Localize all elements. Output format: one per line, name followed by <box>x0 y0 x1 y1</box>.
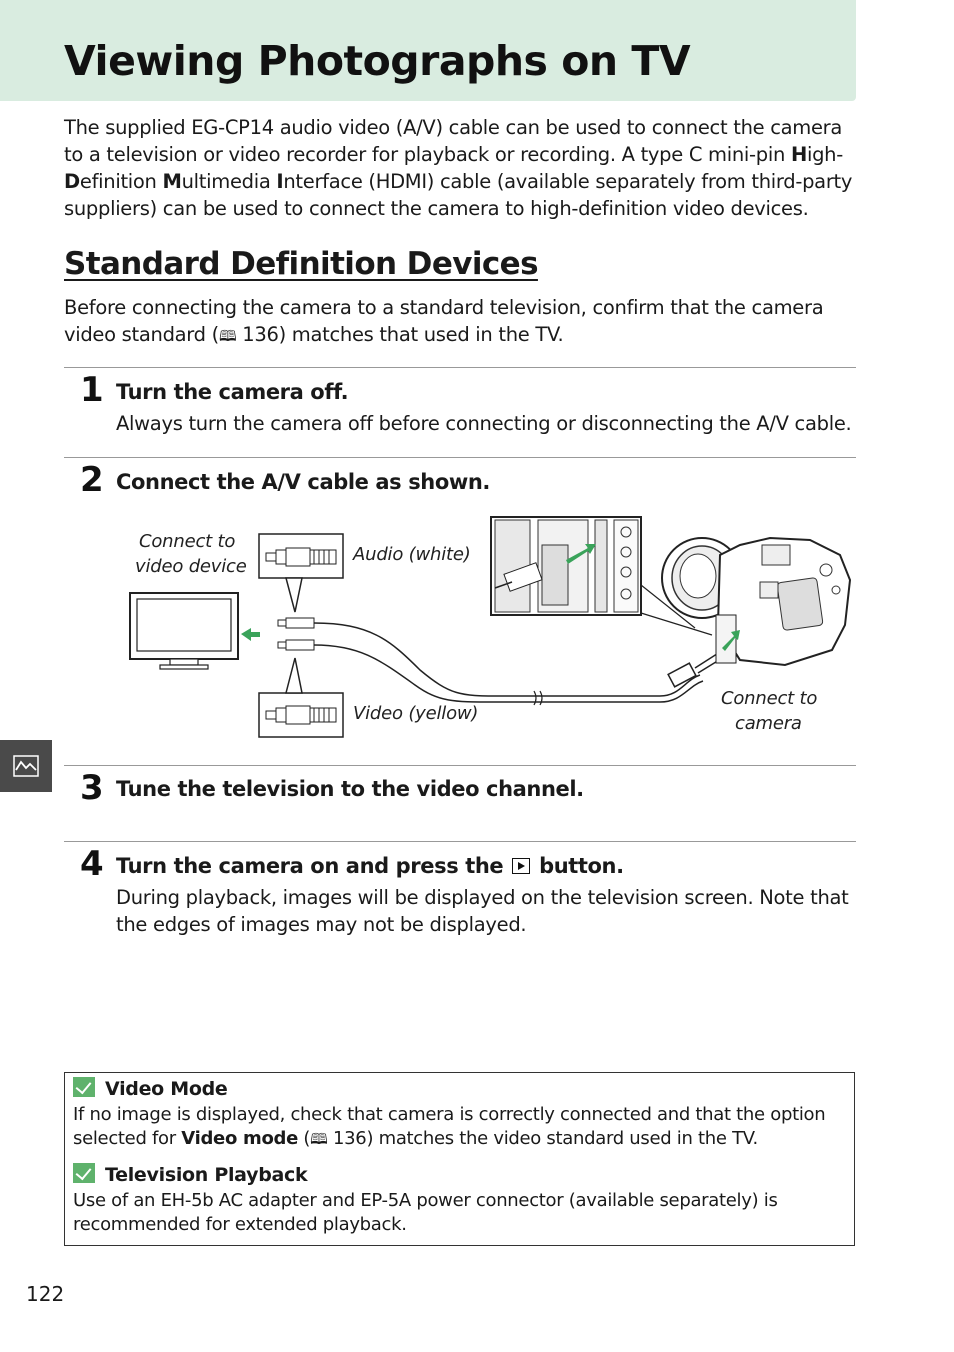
intro-initial: I <box>276 170 284 193</box>
note-bold-term: Video mode <box>181 1128 299 1149</box>
step-divider <box>64 457 856 458</box>
intro-paragraph: The supplied EG-CP14 audio video (A/V) c… <box>64 114 864 222</box>
callout-line <box>640 612 713 636</box>
section-intro-text: 136) matches that used in the TV. <box>236 323 564 346</box>
label-video: Video (yellow) <box>353 703 479 724</box>
step-body: During playback, images will be displaye… <box>116 886 849 936</box>
title-band <box>0 0 856 101</box>
cable-plugs-icon <box>277 617 315 651</box>
step-title: Connect the A/V cable as shown. <box>116 470 490 494</box>
step-title: Turn the camera off. <box>116 380 349 404</box>
notes-box: Video Mode If no image is displayed, che… <box>64 1072 855 1246</box>
step-number: 1 <box>80 370 104 410</box>
check-note-icon <box>73 1077 95 1097</box>
label-video-device: Connect to <box>139 531 236 552</box>
callout-line <box>640 584 696 629</box>
playback-tab-icon <box>13 755 39 777</box>
camera-icon <box>661 536 852 667</box>
audio-plug-icon <box>258 533 344 613</box>
step-title: Tune the television to the video channel… <box>116 777 584 801</box>
book-icon: 🕮 <box>310 1130 328 1148</box>
step-body: Always turn the camera off before connec… <box>116 412 852 435</box>
intro-text: efinition <box>79 170 163 193</box>
step-number: 2 <box>80 460 104 500</box>
intro-initial: M <box>162 170 182 193</box>
note-text-part: If no image is displayed, check that cam… <box>73 1104 826 1149</box>
section-intro-text: Before connecting the camera to a standa… <box>64 296 824 346</box>
label-video-device: video device <box>135 556 247 577</box>
step-number: 4 <box>80 844 104 884</box>
note-title-text: Video Mode <box>105 1078 228 1100</box>
port-closeup-icon <box>490 516 642 616</box>
tv-icon <box>129 592 239 670</box>
step-title-text: button. <box>532 854 624 878</box>
step-divider <box>64 765 856 766</box>
note-title: Television Playback <box>73 1163 308 1186</box>
step-number: 3 <box>80 768 104 808</box>
page-number: 122 <box>26 1282 65 1306</box>
note-text-part: ( <box>298 1128 311 1149</box>
connection-illustration <box>129 516 852 738</box>
label-camera: Connect to <box>721 688 818 709</box>
av-cable-icon <box>313 622 725 706</box>
section-heading: Standard Definition Devices <box>64 246 539 282</box>
arrow-to-tv-icon <box>241 628 260 641</box>
intro-text: The supplied EG-CP14 audio video (A/V) c… <box>64 116 843 166</box>
intro-text: ultimedia <box>181 170 277 193</box>
intro-initial: D <box>64 170 80 193</box>
intro-initial: H <box>790 143 807 166</box>
section-intro: Before connecting the camera to a standa… <box>64 294 854 350</box>
label-audio: Audio (white) <box>353 544 471 565</box>
step-divider <box>64 841 856 842</box>
check-note-icon <box>73 1163 95 1183</box>
label-camera: camera <box>735 713 802 734</box>
note-text: If no image is displayed, check that cam… <box>73 1103 843 1151</box>
connection-diagram: Connect to video device Audio (white) Vi… <box>120 510 860 750</box>
intro-text: nterface (HDMI) cable (available separat… <box>64 170 853 220</box>
book-icon: 🕮 <box>218 327 237 345</box>
video-plug-icon <box>258 657 344 738</box>
step-divider <box>64 367 856 368</box>
note-title-text: Television Playback <box>105 1164 308 1186</box>
playback-button-icon <box>512 858 531 874</box>
step-title: Turn the camera on and press the button. <box>116 854 624 879</box>
note-text: Use of an EH-5b AC adapter and EP-5A pow… <box>73 1190 778 1235</box>
note-title: Video Mode <box>73 1077 228 1100</box>
page-title: Viewing Photographs on TV <box>64 37 691 85</box>
note-text-part: 136) matches the video standard used in … <box>327 1128 758 1149</box>
section-side-tab <box>0 740 52 792</box>
step-title-text: Turn the camera on and press the <box>116 854 511 878</box>
intro-text: igh- <box>806 143 843 166</box>
